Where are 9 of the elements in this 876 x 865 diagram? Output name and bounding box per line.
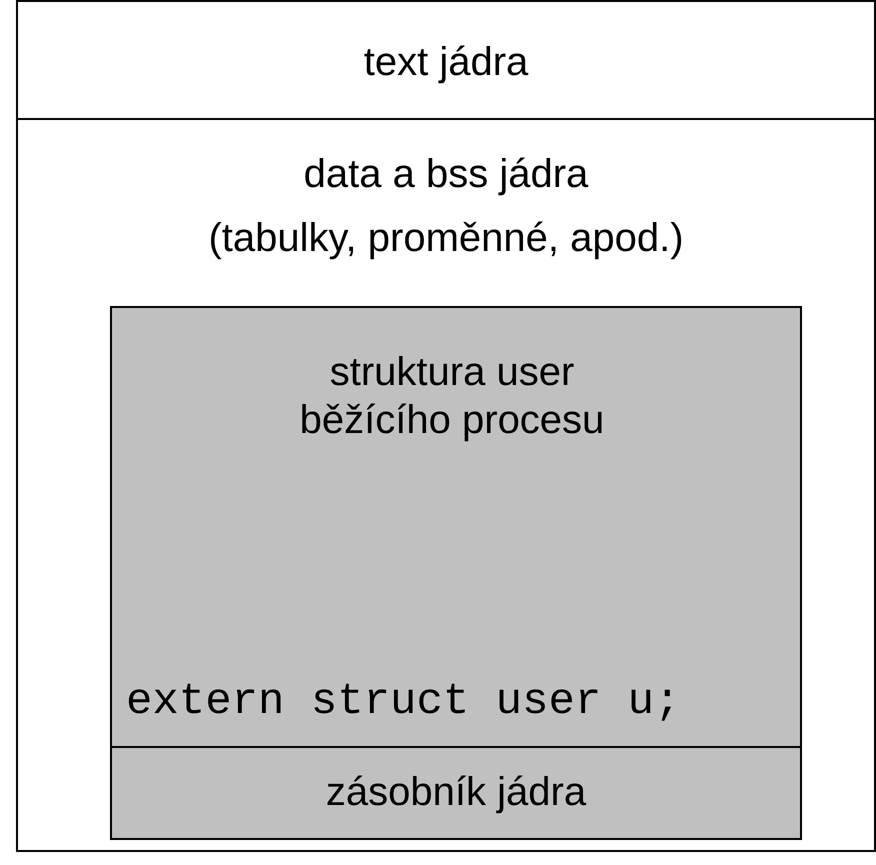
- box-label: struktura user běžícího procesu: [298, 349, 606, 444]
- section-label: text jádra: [362, 39, 530, 86]
- box-label: zásobník jádra: [324, 769, 588, 816]
- code-text: extern struct user u;: [126, 678, 682, 726]
- process-box: [110, 306, 802, 840]
- section-label: data a bss jádra: [302, 151, 590, 198]
- section-note: (tabulky, proměnné, apod.): [207, 215, 685, 262]
- memory-section: [16, 118, 876, 852]
- header-band: [16, 0, 876, 120]
